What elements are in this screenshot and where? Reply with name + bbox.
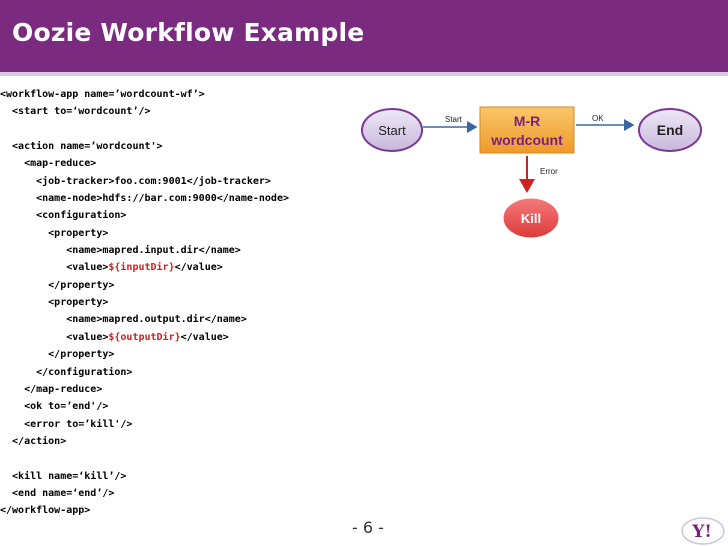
code-line: <map-reduce> [0,155,400,172]
slide-title: Oozie Workflow Example [12,18,365,47]
code-line: <name>mapred.output.dir</name> [0,311,400,328]
code-line [0,450,400,467]
workflow-diagram: Start Start M-R wordcount OK End Error K… [361,106,702,239]
code-text: <error to=’kill'/> [0,418,133,430]
title-bar [0,0,728,72]
end-node-label: End [657,122,683,138]
edge-ok: OK [576,114,635,131]
code-text: <value> [0,331,109,343]
yahoo-logo: Y! [681,517,725,545]
code-text: <property> [0,297,109,309]
start-node-label: Start [378,123,406,138]
code-variable: ${outputDir} [108,331,181,343]
code-text: <map-reduce> [0,158,97,170]
code-text: </value> [174,262,223,274]
code-text: <job-tracker>foo.com:9001</job-tracker> [0,175,271,187]
code-line: </map-reduce> [0,381,400,398]
edge-ok-label: OK [592,114,604,123]
code-text: </action> [0,435,67,447]
code-text: <ok to=’end'/> [0,401,109,413]
code-line: <value>${outputDir}</value> [0,329,400,346]
code-text: <name-node>hdfs://bar.com:9000</name-nod… [0,193,289,205]
mr-node-title: M-R [514,113,540,129]
code-line: </property> [0,346,400,363]
code-text: </configuration> [0,366,133,378]
start-node: Start [361,108,423,152]
code-text: <value> [0,262,109,274]
edge-error-label: Error [540,167,558,176]
code-line: <kill name=‘kill’/> [0,468,400,485]
code-line: </workflow-app> [0,502,400,519]
edge-start: Start [423,115,478,133]
kill-node: Kill [502,197,560,239]
code-text: <start to=‘wordcount’/> [0,106,151,118]
end-node: End [638,108,702,152]
code-text: </workflow-app> [0,505,91,517]
code-line: </action> [0,433,400,450]
code-line: <error to=’kill'/> [0,416,400,433]
code-line: <ok to=’end'/> [0,398,400,415]
code-variable: ${inputDir} [108,262,175,274]
code-line: <property> [0,294,400,311]
map-reduce-node: M-R wordcount [479,106,575,154]
code-text: <property> [0,227,109,239]
code-text: <name>mapred.input.dir</name> [0,245,241,257]
code-line: <name-node>hdfs://bar.com:9000</name-nod… [0,190,400,207]
code-text: <configuration> [0,210,127,222]
xml-code-listing: <workflow-app name=’wordcount-wf’> <star… [0,86,400,520]
logo-text: Y! [691,522,712,542]
edge-start-label: Start [445,115,463,124]
code-text: </property> [0,279,115,291]
code-line: </configuration> [0,364,400,381]
kill-node-label: Kill [521,211,541,226]
code-line: <start to=‘wordcount’/> [0,103,400,120]
code-text: <name>mapred.output.dir</name> [0,314,247,326]
code-line: <name>mapred.input.dir</name> [0,242,400,259]
code-text: <workflow-app name=’wordcount-wf’> [0,89,205,100]
title-underline [0,72,728,76]
code-line: <end name=‘end’/> [0,485,400,502]
code-text: <action name=’wordcount'> [0,141,163,153]
code-line [0,121,400,138]
code-text: <end name=‘end’/> [0,487,115,499]
code-line: <configuration> [0,207,400,224]
code-line: <value>${inputDir}</value> [0,259,400,276]
code-line: <property> [0,225,400,242]
code-line: <job-tracker>foo.com:9001</job-tracker> [0,173,400,190]
code-text: </map-reduce> [0,383,103,395]
code-line: <workflow-app name=’wordcount-wf’> [0,86,400,103]
mr-node-subtitle: wordcount [490,132,563,148]
code-text: </value> [180,331,229,343]
edge-error: Error [519,156,558,193]
code-text: </property> [0,349,115,361]
page-number: - 6 - [352,518,384,537]
code-line: <action name=’wordcount'> [0,138,400,155]
code-line: </property> [0,277,400,294]
code-text: <kill name=‘kill’/> [0,470,127,482]
